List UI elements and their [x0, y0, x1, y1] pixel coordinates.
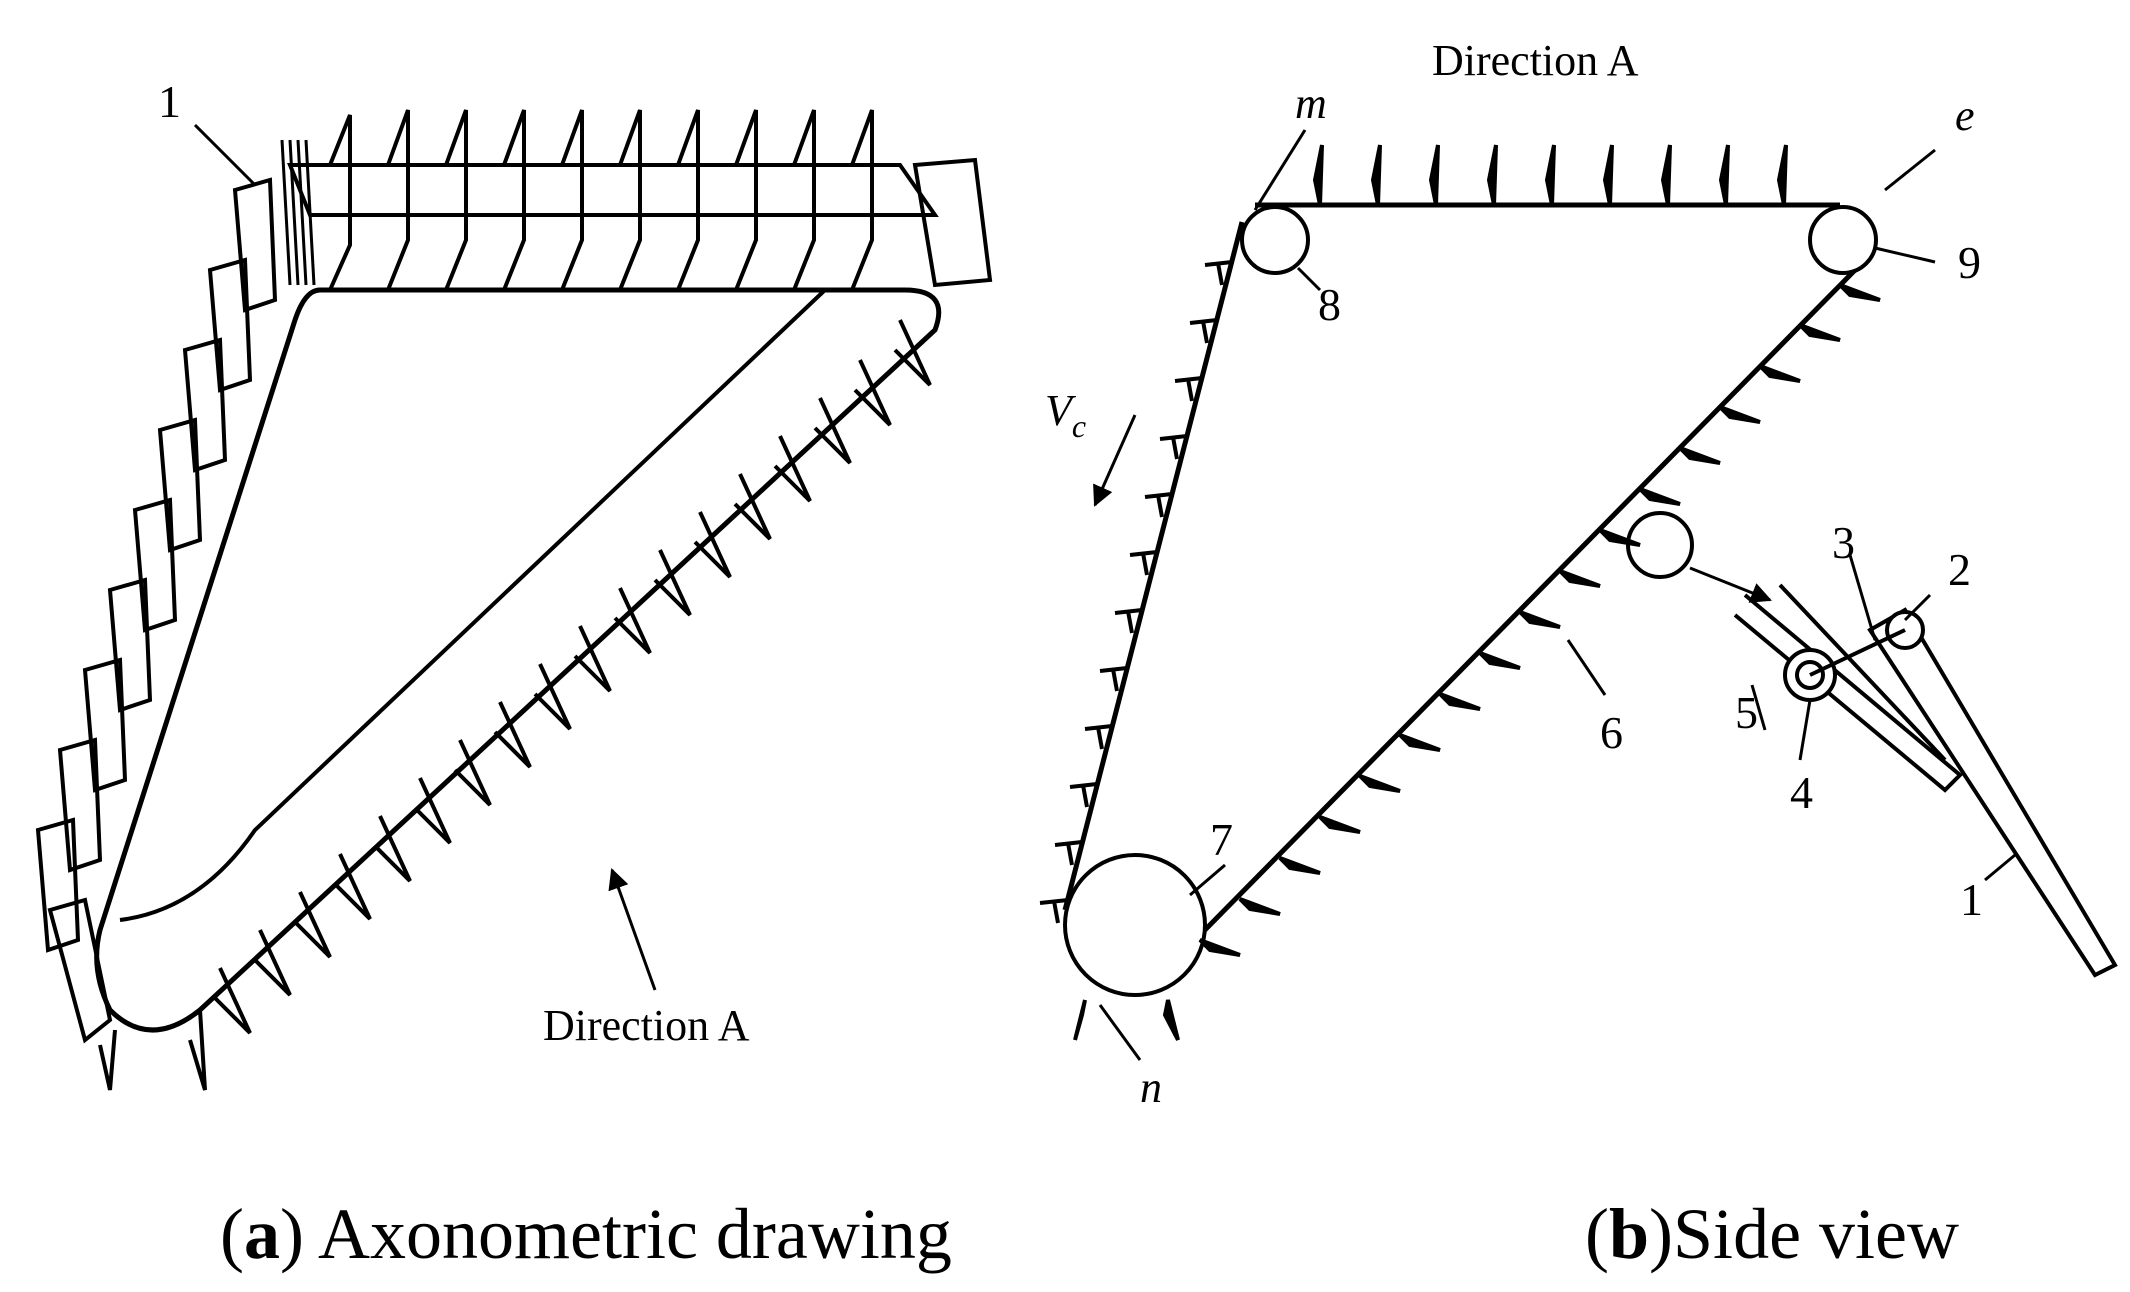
label-vc-main: V: [1045, 386, 1077, 435]
label-9: 9: [1958, 237, 1981, 288]
direction-a-arrow-a: [608, 868, 657, 991]
label-7: 7: [1210, 814, 1233, 865]
tooth-row-diagonal-a: [98, 319, 932, 1091]
caption-b-title: Side view: [1673, 1194, 1959, 1274]
caption-b: (b)Side view: [1585, 1194, 1959, 1274]
end-cap-a: [912, 157, 993, 288]
direction-label-b: Direction A: [1432, 36, 1639, 85]
roller-7: [1063, 853, 1207, 997]
label-6: 6: [1600, 707, 1623, 758]
caption-a-letter: a: [244, 1194, 280, 1274]
direction-label-a: Direction A: [543, 1001, 750, 1050]
caption-a-text: (a) Axonometric drawing: [220, 1194, 952, 1274]
e-arrow-b: [1884, 148, 1936, 192]
linkage-mechanism: [1733, 583, 2118, 978]
flap-row-left-a: [35, 177, 278, 1044]
label-5: 5: [1735, 687, 1758, 738]
caption-b-text: (b)Side view: [1585, 1194, 1959, 1274]
belt-diagonal-b: [1198, 263, 1862, 937]
belt-top-band-a: [287, 163, 939, 217]
flap-row-top-a: [328, 109, 874, 291]
vc-arrow: [1093, 414, 1137, 507]
side-view-drawing: Direction A m e n Vc 8 9 7 6 5 4 3 2 1: [1039, 36, 2118, 1112]
label-8: 8: [1318, 279, 1341, 330]
axonometric-drawing: 1 Direction A: [35, 76, 993, 1091]
caption-a: (a) Axonometric drawing: [220, 1194, 952, 1274]
label-1-a: 1: [158, 76, 181, 127]
link-1: [1867, 607, 2118, 978]
link-blade: [1778, 583, 1947, 762]
tooth-row-left-b: [1039, 260, 1233, 924]
belt-left-b: [1062, 221, 1245, 911]
label-1-b: 1: [1960, 874, 1983, 925]
label-vc-sub: c: [1072, 408, 1086, 444]
label-3: 3: [1832, 517, 1855, 568]
link-5: [1733, 593, 1963, 793]
label-n: n: [1140, 1063, 1162, 1112]
roller-8: [1240, 205, 1310, 275]
label-e: e: [1955, 91, 1975, 140]
belt-inner-edge-a: [119, 288, 827, 922]
caption-a-title: Axonometric drawing: [318, 1194, 952, 1274]
link-3: [1809, 628, 1906, 677]
label-2: 2: [1948, 544, 1971, 595]
roller-detail-arrow: [1689, 566, 1772, 603]
tooth-row-top-b: [1312, 144, 1788, 206]
hatched-bracket-a: [280, 139, 316, 286]
roller-9: [1808, 205, 1878, 275]
belt-outline-a: [94, 287, 942, 1033]
leader-lines-b: [1098, 129, 2016, 1061]
label-4: 4: [1790, 767, 1813, 818]
tooth-row-diagonal-b: [1073, 283, 1881, 1041]
label-vc: Vc: [1045, 386, 1086, 444]
caption-b-letter: b: [1609, 1194, 1649, 1274]
label-m: m: [1295, 79, 1327, 128]
leader-1-a: [193, 123, 257, 187]
